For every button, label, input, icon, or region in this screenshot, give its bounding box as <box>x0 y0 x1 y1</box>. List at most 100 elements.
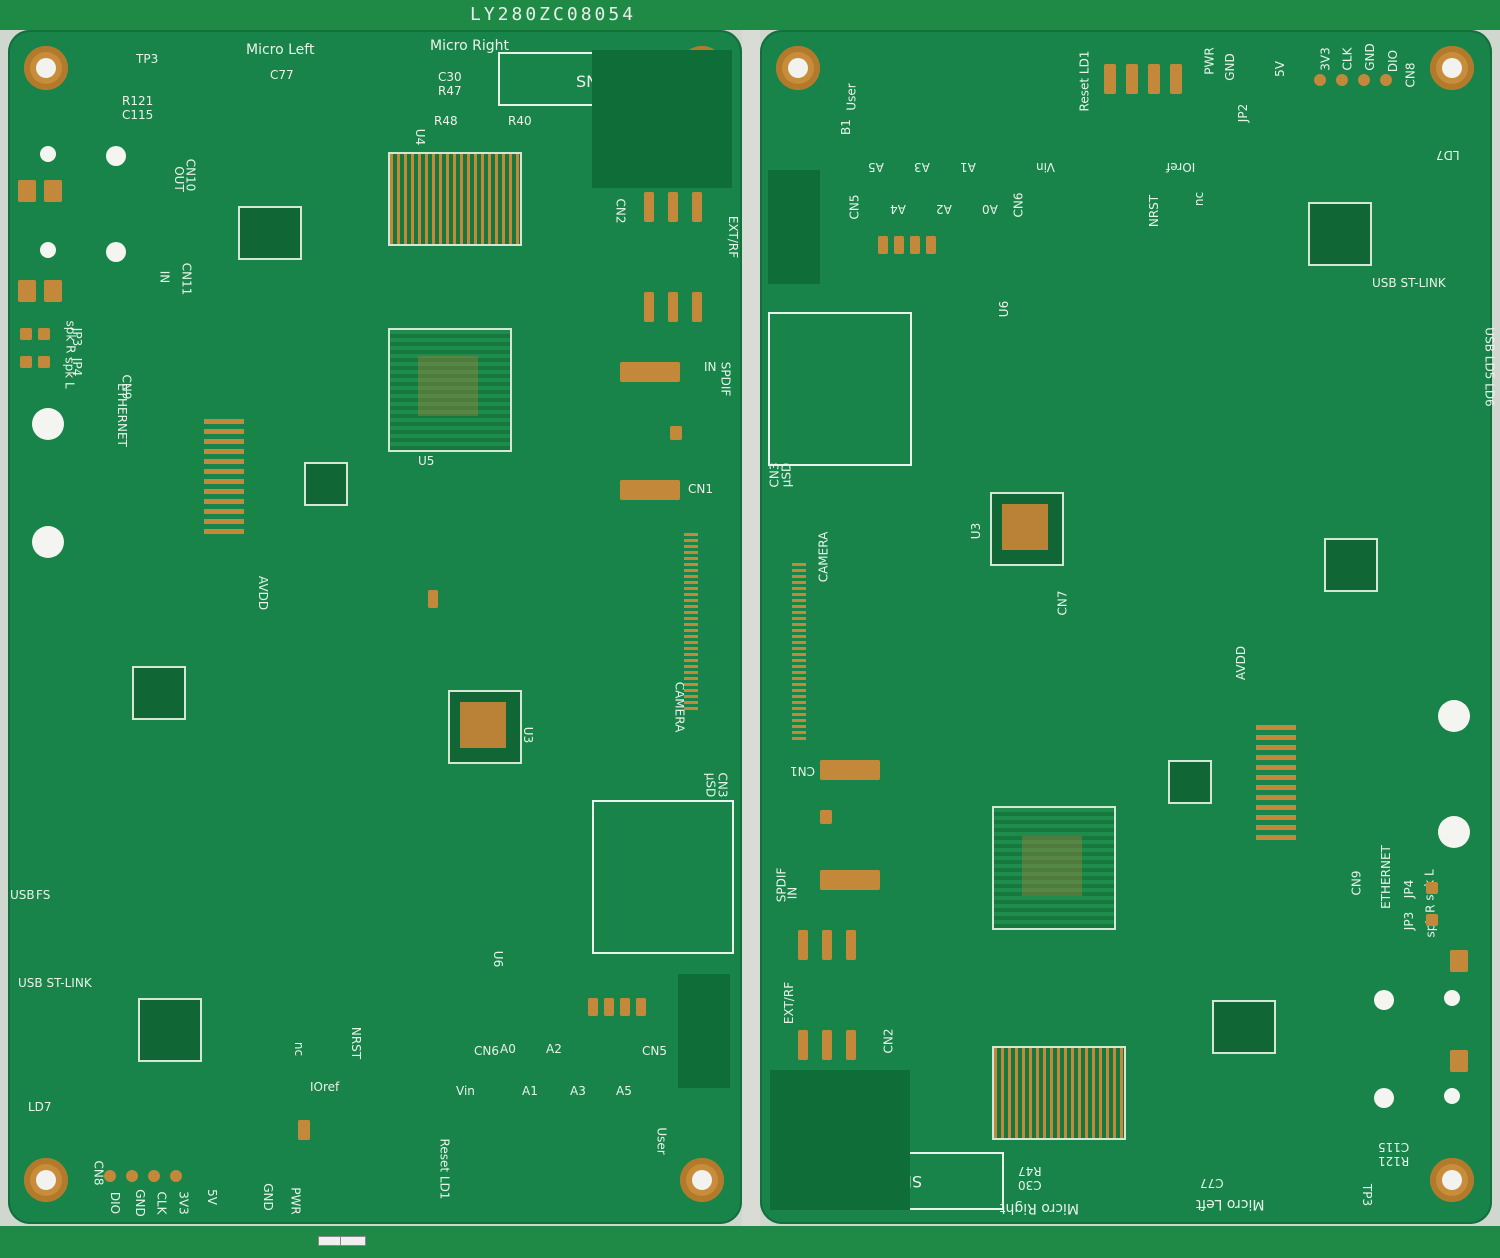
label-nrst: NRST <box>349 1026 364 1060</box>
copper-keepout-area <box>592 50 732 188</box>
ethernet-rj45-pads <box>204 414 244 534</box>
usb-phy-u15 <box>1324 538 1378 592</box>
jumper-pad <box>20 328 32 340</box>
label-dio: DIO <box>108 1191 123 1215</box>
audio-codec <box>1212 1000 1276 1054</box>
label-usb: USB <box>10 888 35 902</box>
swd-header-pad <box>148 1170 160 1182</box>
rf-pad <box>822 1030 832 1060</box>
mcu-bga-u5 <box>388 328 512 452</box>
label-ext-rf: EXT/RF <box>726 215 741 259</box>
label-nc: nc <box>292 1041 307 1057</box>
label-jp3: JP3 <box>1402 911 1417 931</box>
swd-header-pad <box>104 1170 116 1182</box>
label-a5: A5 <box>868 160 884 174</box>
label-u3: U3 <box>969 522 984 540</box>
label-user: User <box>844 83 859 111</box>
label-ioref: IOref <box>310 1080 340 1094</box>
label-a5: A5 <box>616 1084 632 1098</box>
label-gnd-swd: GND <box>1362 43 1377 71</box>
label-usb-ld5-ld6: USB LD5 LD6 <box>1482 327 1497 407</box>
solder-bridge-pad <box>604 998 614 1016</box>
label-a3: A3 <box>570 1084 586 1098</box>
label-cn3: CN3 <box>715 772 730 798</box>
ethernet-rj45-pads <box>1256 720 1296 840</box>
rj45-mount-hole <box>32 526 64 558</box>
rf-pad <box>846 1030 856 1060</box>
label-3v3: 3V3 <box>176 1191 191 1215</box>
jack-pad <box>18 180 36 202</box>
mounting-hole <box>680 1158 724 1202</box>
label-cn6: CN6 <box>1011 192 1026 218</box>
label-r48: R48 <box>434 114 458 128</box>
rj45-mount-hole <box>1438 816 1470 848</box>
audio-jack-hole <box>1374 990 1394 1010</box>
label-spk-l: spk L <box>62 357 77 389</box>
mcu-die-marker <box>418 356 478 416</box>
microsd-card-outline <box>592 800 734 954</box>
solder-bridge-pad <box>926 236 936 254</box>
label-cn8: CN8 <box>1403 62 1418 88</box>
silkscreen-block <box>768 170 820 284</box>
label-a0: A0 <box>500 1042 516 1056</box>
mounting-hole <box>1430 46 1474 90</box>
label-usb-st-link: USB ST-LINK <box>1372 276 1446 290</box>
rf-pad <box>644 292 654 322</box>
label-dio: DIO <box>1386 49 1401 73</box>
panel-top-rail <box>0 0 1500 30</box>
solder-bridge-pad <box>620 998 630 1016</box>
label-cn1: CN1 <box>688 482 713 496</box>
label-cn1: CN1 <box>790 764 815 778</box>
label-usb-st-link: USB ST-LINK <box>18 976 92 990</box>
label-ethernet: ETHERNET <box>1378 845 1393 909</box>
label-tp3: TP3 <box>1360 1183 1375 1207</box>
audio-jack-hole <box>1444 990 1460 1006</box>
swd-header-pad <box>1336 74 1348 86</box>
chip-u3-thermal-pad <box>1002 504 1048 550</box>
label-vin: Vin <box>456 1084 475 1098</box>
label-cn2: CN2 <box>881 1028 896 1054</box>
mounting-hole <box>1430 1158 1474 1202</box>
label-avdd: AVDD <box>1234 645 1249 681</box>
jumper-pad <box>38 328 50 340</box>
label-micro-left: Micro Left <box>246 42 315 58</box>
label-in-audio: IN <box>157 270 172 284</box>
breakaway-tab <box>340 1236 366 1246</box>
swd-header-pad <box>1314 74 1326 86</box>
rj45-mount-hole <box>1438 700 1470 732</box>
label-reset-ld1: Reset LD1 <box>437 1138 452 1200</box>
solder-bridge-pad <box>636 998 646 1016</box>
label-c30: C30 <box>438 70 462 84</box>
label-u6: U6 <box>491 950 506 968</box>
solder-bridge-pad <box>588 998 598 1016</box>
rf-pad <box>692 192 702 222</box>
spdif-pad <box>670 426 682 440</box>
jumper-pad <box>1148 64 1160 94</box>
label-ld7: LD7 <box>1436 148 1460 162</box>
label-r47: R47 <box>1018 1164 1042 1178</box>
label-a1: A1 <box>522 1084 538 1098</box>
jack-pad <box>18 280 36 302</box>
solder-bridge-pad <box>894 236 904 254</box>
copper-keepout-area <box>770 1070 910 1210</box>
label-a1: A1 <box>960 160 976 174</box>
label-cn9: CN9 <box>1349 870 1364 896</box>
label-in: IN <box>704 360 717 374</box>
label-a0: A0 <box>982 202 998 216</box>
jumper-pad <box>1104 64 1116 94</box>
spdif-pad <box>620 362 680 382</box>
label-5v: 5V <box>1272 61 1287 77</box>
audio-jack-hole <box>40 242 56 258</box>
label-u5: U5 <box>418 454 435 468</box>
label-clk: CLK <box>154 1191 169 1215</box>
mounting-hole <box>24 1158 68 1202</box>
label-ioref: IOref <box>1166 160 1196 174</box>
label-tp3: TP3 <box>136 52 159 66</box>
label-a2: A2 <box>936 202 952 216</box>
label-cn5: CN5 <box>642 1044 667 1058</box>
jack-pad <box>44 180 62 202</box>
jumper-pad <box>1426 882 1438 894</box>
label-u4: U4 <box>413 128 428 146</box>
label-a4: A4 <box>890 202 906 216</box>
label-c115: C115 <box>1378 1140 1410 1154</box>
